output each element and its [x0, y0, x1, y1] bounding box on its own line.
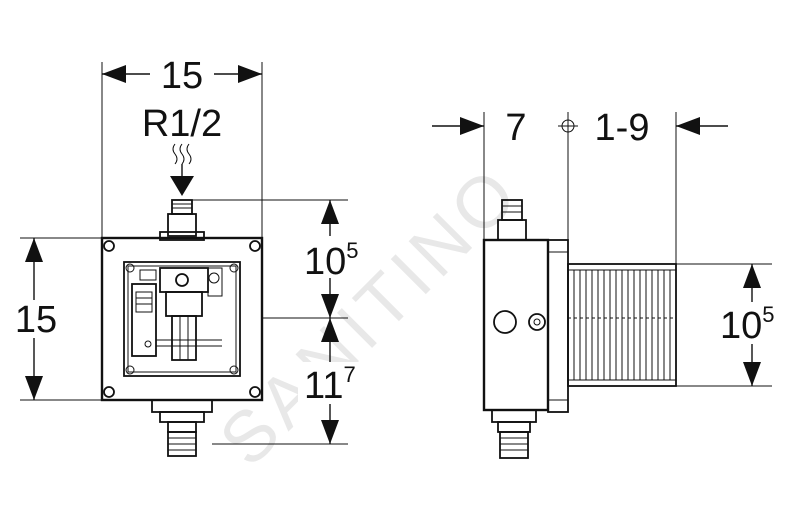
side-depth-left-label: 7	[505, 107, 526, 149]
bolt-icon	[528, 313, 546, 331]
ribbed-sleeve	[567, 263, 677, 387]
outlet-fitting	[151, 399, 213, 457]
side-view: 7 1-9	[432, 107, 792, 459]
front-lower-dimension: 117	[298, 318, 370, 444]
side-depth-right-label: 1-9	[595, 107, 650, 149]
front-width-label: 15	[161, 55, 203, 97]
bolt-icon	[103, 240, 115, 252]
water-flow-icon	[170, 143, 194, 196]
thread-label: R1/2	[142, 103, 222, 145]
inlet-fitting	[159, 199, 205, 241]
arrow-head	[238, 65, 262, 83]
front-upper-dimension: 105	[298, 200, 370, 318]
side-depth-dimension: 7 1-9	[432, 107, 728, 264]
side-outlet-fitting	[491, 409, 537, 459]
front-width-dimension: 15	[101, 55, 263, 238]
front-height-label: 15	[15, 299, 57, 341]
side-height-dimension: 105	[716, 264, 792, 386]
arrow-head	[102, 65, 126, 83]
front-box	[100, 236, 264, 402]
bolt-icon	[103, 386, 115, 398]
side-housing	[482, 238, 569, 413]
bolt-icon	[493, 310, 517, 334]
bolt-icon	[249, 240, 261, 252]
center-mark-icon	[558, 119, 578, 133]
front-upper-label: 105	[304, 238, 359, 283]
front-lower-label: 117	[304, 362, 356, 407]
valve-mechanism	[131, 267, 223, 361]
bolt-icon	[249, 386, 261, 398]
front-height-dimension: 15	[12, 237, 102, 401]
side-height-label: 105	[720, 302, 775, 347]
front-view: 15 R1/2 1	[12, 55, 370, 457]
